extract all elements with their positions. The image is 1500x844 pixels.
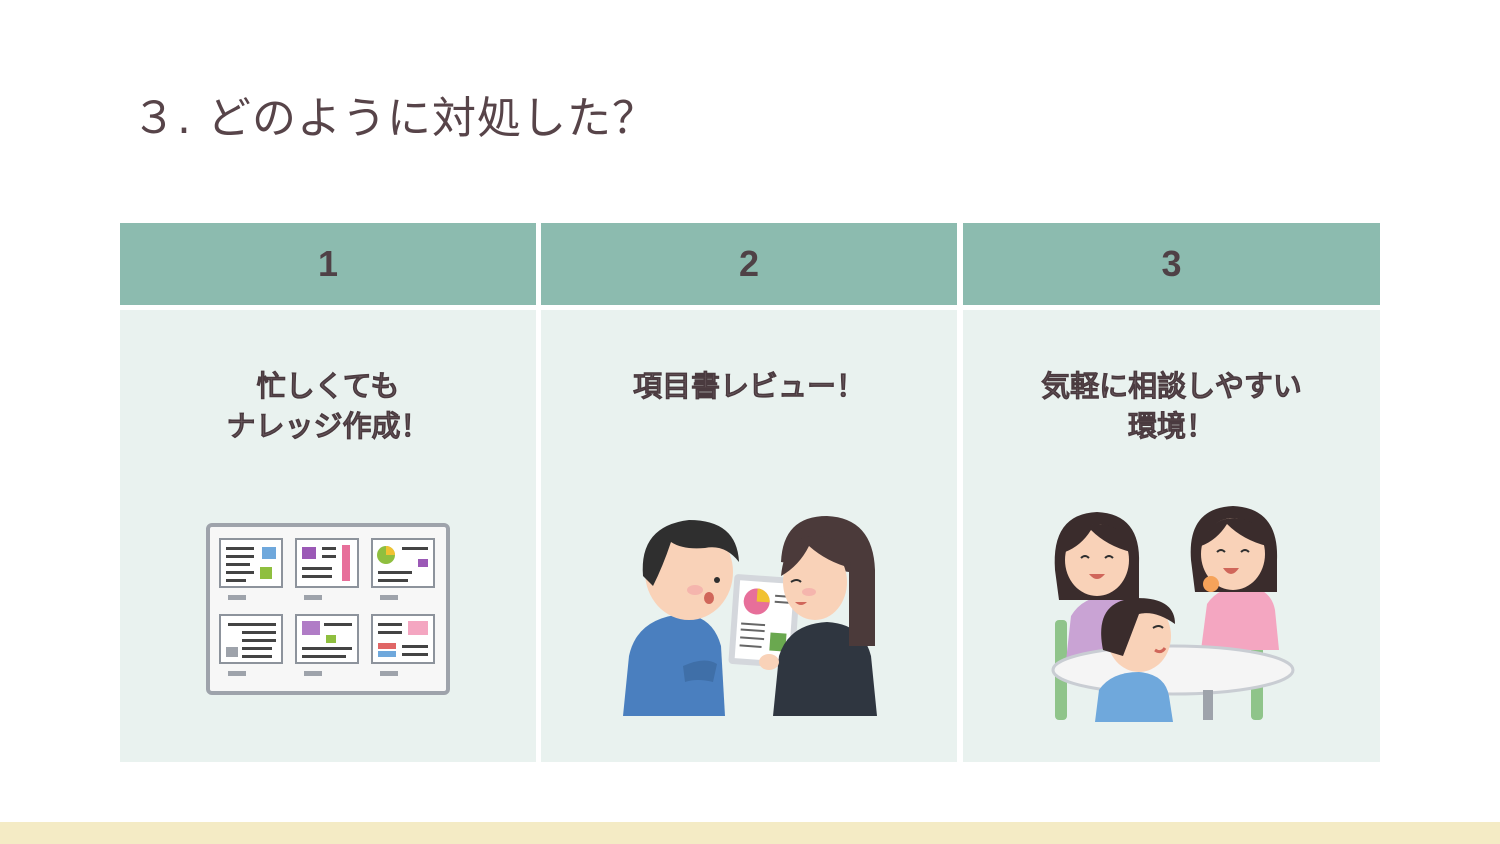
- step-caption-1: 忙しくても ナレッジ作成！: [120, 366, 536, 446]
- caption-line: 忙しくても: [256, 369, 400, 404]
- bulletin-board-icon: [206, 523, 450, 695]
- step-column-1: 1 忙しくても ナレッジ作成！: [120, 223, 536, 762]
- caption-line: ナレッジ作成！: [226, 409, 430, 444]
- step-number-3: 3: [963, 223, 1380, 305]
- document-review-icon: [623, 516, 877, 716]
- step-column-3: 3 気軽に相談しやすい 環境！: [963, 223, 1380, 762]
- step-number-2: 2: [541, 223, 957, 305]
- step-panel-2: 項目書レビュー！: [541, 310, 957, 762]
- step-caption-2: 項目書レビュー！: [541, 366, 957, 406]
- step-number-1: 1: [120, 223, 536, 305]
- team-chat-icon: [1051, 506, 1295, 722]
- slide-title: ３. どのように対処した？: [132, 93, 657, 144]
- caption-line: 項目書レビュー！: [632, 369, 866, 404]
- step-panel-1: 忙しくても ナレッジ作成！: [120, 310, 536, 762]
- caption-line: 環境！: [1127, 409, 1216, 444]
- caption-line: 気軽に相談しやすい: [1041, 369, 1302, 404]
- step-panel-3: 気軽に相談しやすい 環境！: [963, 310, 1380, 762]
- step-column-2: 2 項目書レビュー！: [541, 223, 957, 762]
- steps-table: 1 忙しくても ナレッジ作成！: [120, 223, 1380, 762]
- step-caption-3: 気軽に相談しやすい 環境！: [963, 366, 1380, 446]
- footer-bar: [0, 822, 1500, 844]
